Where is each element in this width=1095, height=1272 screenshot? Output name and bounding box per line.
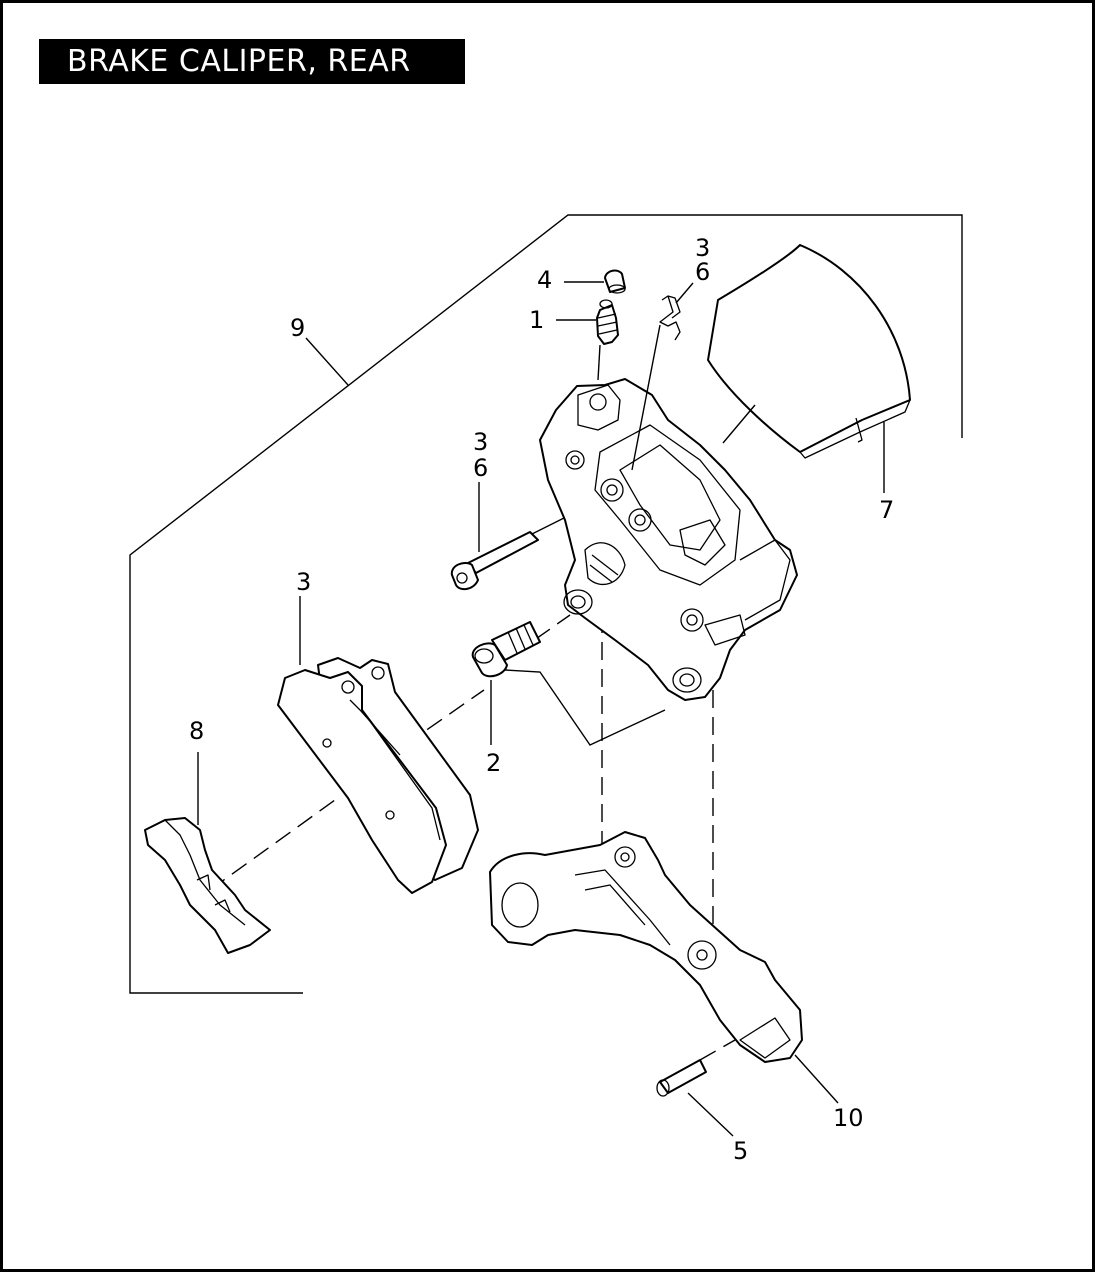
pad-spring-8	[144, 817, 271, 954]
retaining-clip-3-6	[631, 295, 681, 471]
callout-leaders	[197, 281, 885, 1137]
callout-9: 9	[290, 314, 305, 342]
kit-bracket-9	[129, 214, 963, 994]
callout-1: 1	[529, 306, 544, 334]
callout-2: 2	[486, 749, 501, 777]
caliper-cover-7	[707, 244, 911, 459]
pad-pin-3-6	[450, 531, 539, 591]
callout-3-clip: 3	[695, 234, 710, 262]
brake-pads-3	[277, 657, 479, 894]
caliper-body	[539, 378, 798, 701]
callout-6-clip: 6	[695, 258, 710, 286]
callout-8: 8	[189, 717, 204, 745]
callout-6-pin: 6	[473, 454, 488, 482]
mounting-bolt-2	[471, 621, 541, 678]
callout-3-pad: 3	[296, 568, 311, 596]
bleeder-cap-4	[604, 269, 626, 294]
bleeder-valve-1	[596, 299, 619, 381]
callout-10: 10	[833, 1104, 864, 1132]
callout-3-pin: 3	[473, 428, 488, 456]
caliper-mount-bracket	[489, 831, 803, 1063]
bracket-pin-5	[656, 1059, 707, 1097]
callout-4: 4	[537, 266, 552, 294]
callout-7: 7	[879, 496, 894, 524]
page-title: BRAKE CALIPER, REAR	[39, 39, 465, 84]
callout-5: 5	[733, 1137, 748, 1165]
